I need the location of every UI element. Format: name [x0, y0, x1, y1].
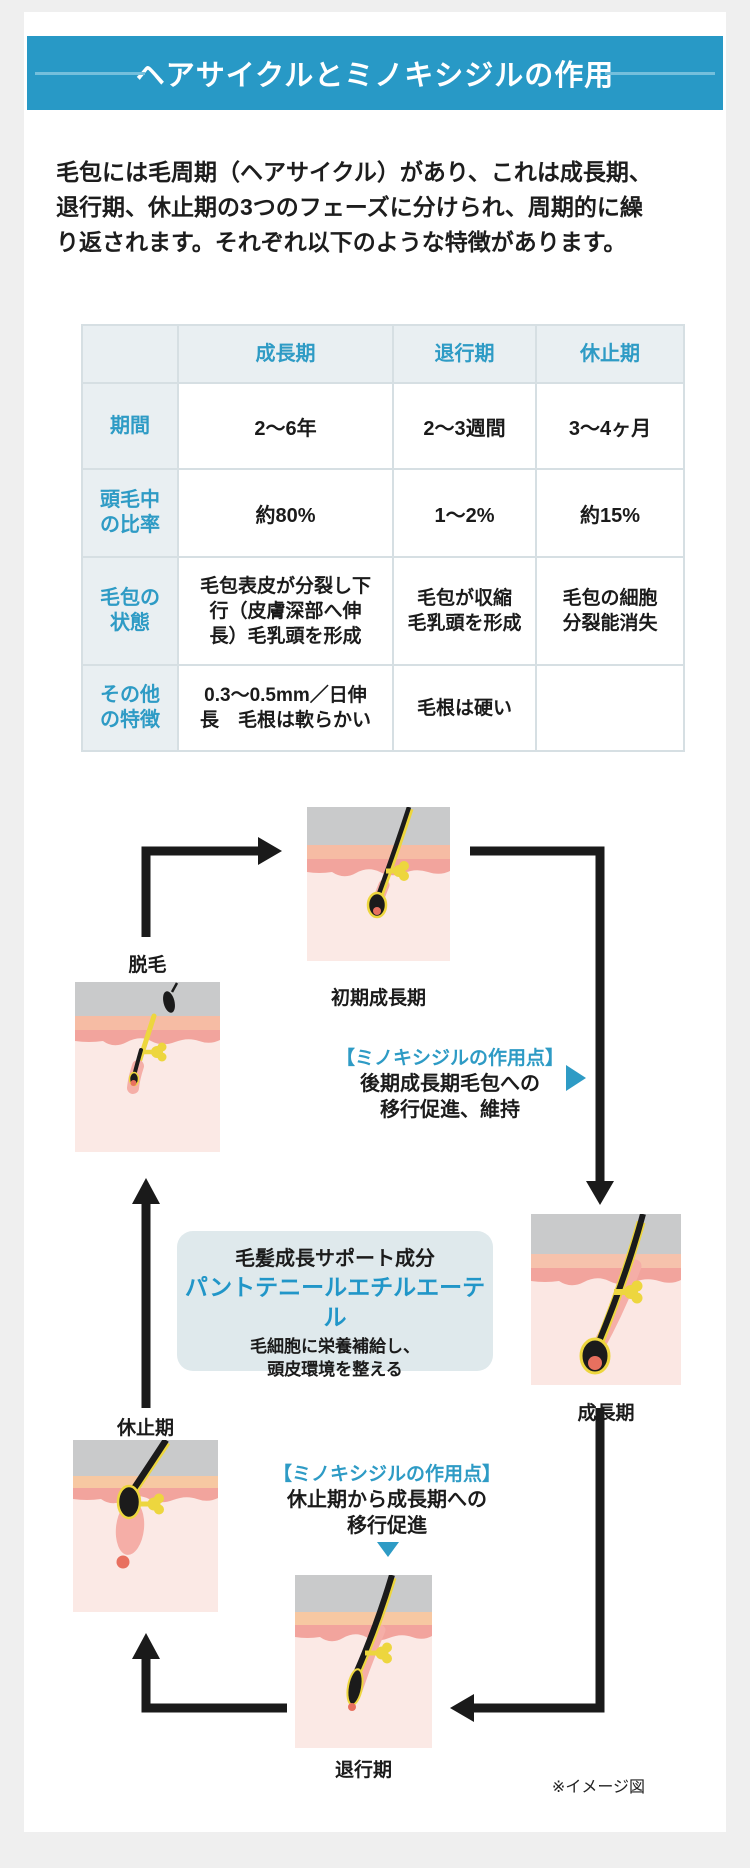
table-header-telogen: 休止期: [537, 326, 683, 382]
annotation-body: 後期成長期毛包への 移行促進、維持: [360, 1073, 540, 1121]
page-title: ヘアサイクルとミノキシジルの作用: [135, 60, 615, 92]
support-box-ingredient: パントテニールエチルエーテル: [184, 1274, 486, 1330]
table-cell: 2〜6年: [179, 384, 392, 468]
stage-label-telogen: 休止期: [116, 1418, 174, 1439]
table-cell: 0.3〜0.5mm／日伸 長 毛根は軟らかい: [179, 666, 392, 750]
stage-label-early-anagen: 初期成長期: [330, 988, 426, 1009]
table-cell: 3〜4ヶ月: [537, 384, 683, 468]
table-cell: 毛包表皮が分裂し下 行（皮膚深部へ伸 長）毛乳頭を形成: [179, 558, 392, 664]
intro-paragraph: 毛包には毛周期（ヘアサイクル）があり、これは成長期、 退行期、休止期の3つのフェ…: [56, 159, 652, 255]
catagen-illustration: [295, 1575, 432, 1748]
cycle-arrows: [132, 837, 614, 1722]
early-anagen-illustration: [307, 807, 450, 961]
annotation-body: 休止期から成長期への 移行促進: [287, 1489, 487, 1537]
anagen-illustration: [531, 1214, 681, 1385]
stage-label-catagen: 退行期: [334, 1760, 392, 1781]
telogen-illustration: [73, 1440, 218, 1612]
table-cell: 毛根は硬い: [394, 666, 535, 750]
row-label-duration: 期間: [83, 384, 177, 468]
image-note: ※イメージ図: [551, 1779, 645, 1796]
table-header-catagen: 退行期: [394, 326, 535, 382]
table-cell: 約15%: [537, 470, 683, 556]
banner-decorative-line-left: [35, 72, 145, 75]
table-cell: 1〜2%: [394, 470, 535, 556]
banner-decorative-line-right: [605, 72, 715, 75]
row-label-follicle-state: 毛包の 状態: [83, 558, 177, 664]
support-ingredient-box: 毛髪成長サポート成分 パントテニールエチルエーテル 毛細胞に栄養補給し、 頭皮環…: [177, 1231, 493, 1379]
hair-cycle-diagram: 脱毛: [24, 790, 726, 1832]
annotation-heading: 【ミノキシジルの作用点】: [335, 1048, 564, 1069]
table-cell: 2〜3週間: [394, 384, 535, 468]
minoxidil-annotation-1: 【ミノキシジルの作用点】 後期成長期毛包への 移行促進、維持: [300, 1046, 600, 1123]
table-cell: 毛包の細胞 分裂能消失: [537, 558, 683, 664]
stage-label-anagen: 成長期: [577, 1403, 635, 1424]
table-cell: 毛包が収縮 毛乳頭を形成: [394, 558, 535, 664]
pointer-down-icon: [377, 1542, 399, 1557]
table-cell: [537, 666, 683, 750]
content-card: ヘアサイクルとミノキシジルの作用 毛包には毛周期（ヘアサイクル）があり、これは成…: [24, 12, 726, 1832]
row-label-ratio: 頭毛中 の比率: [83, 470, 177, 556]
stage-label-hair-loss: 脱毛: [128, 955, 167, 976]
table-header-anagen: 成長期: [179, 326, 392, 382]
table-cell: 約80%: [179, 470, 392, 556]
hair-loss-illustration: [75, 982, 220, 1152]
pointer-right-icon: [566, 1065, 586, 1091]
title-banner: ヘアサイクルとミノキシジルの作用: [27, 36, 723, 110]
annotation-heading: 【ミノキシジルの作用点】: [272, 1464, 501, 1485]
support-box-description: 毛細胞に栄養補給し、 頭皮環境を整える: [250, 1337, 420, 1379]
table-header-empty: [83, 326, 177, 382]
row-label-other-features: その他 の特徴: [83, 666, 177, 750]
minoxidil-annotation-2: 【ミノキシジルの作用点】 休止期から成長期への 移行促進: [237, 1462, 537, 1539]
hair-cycle-table: 成長期 退行期 休止期 期間 2〜6年 2〜3週間 3〜4ヶ月 頭毛中 の比率 …: [81, 324, 685, 752]
support-box-title: 毛髪成長サポート成分: [235, 1248, 435, 1270]
